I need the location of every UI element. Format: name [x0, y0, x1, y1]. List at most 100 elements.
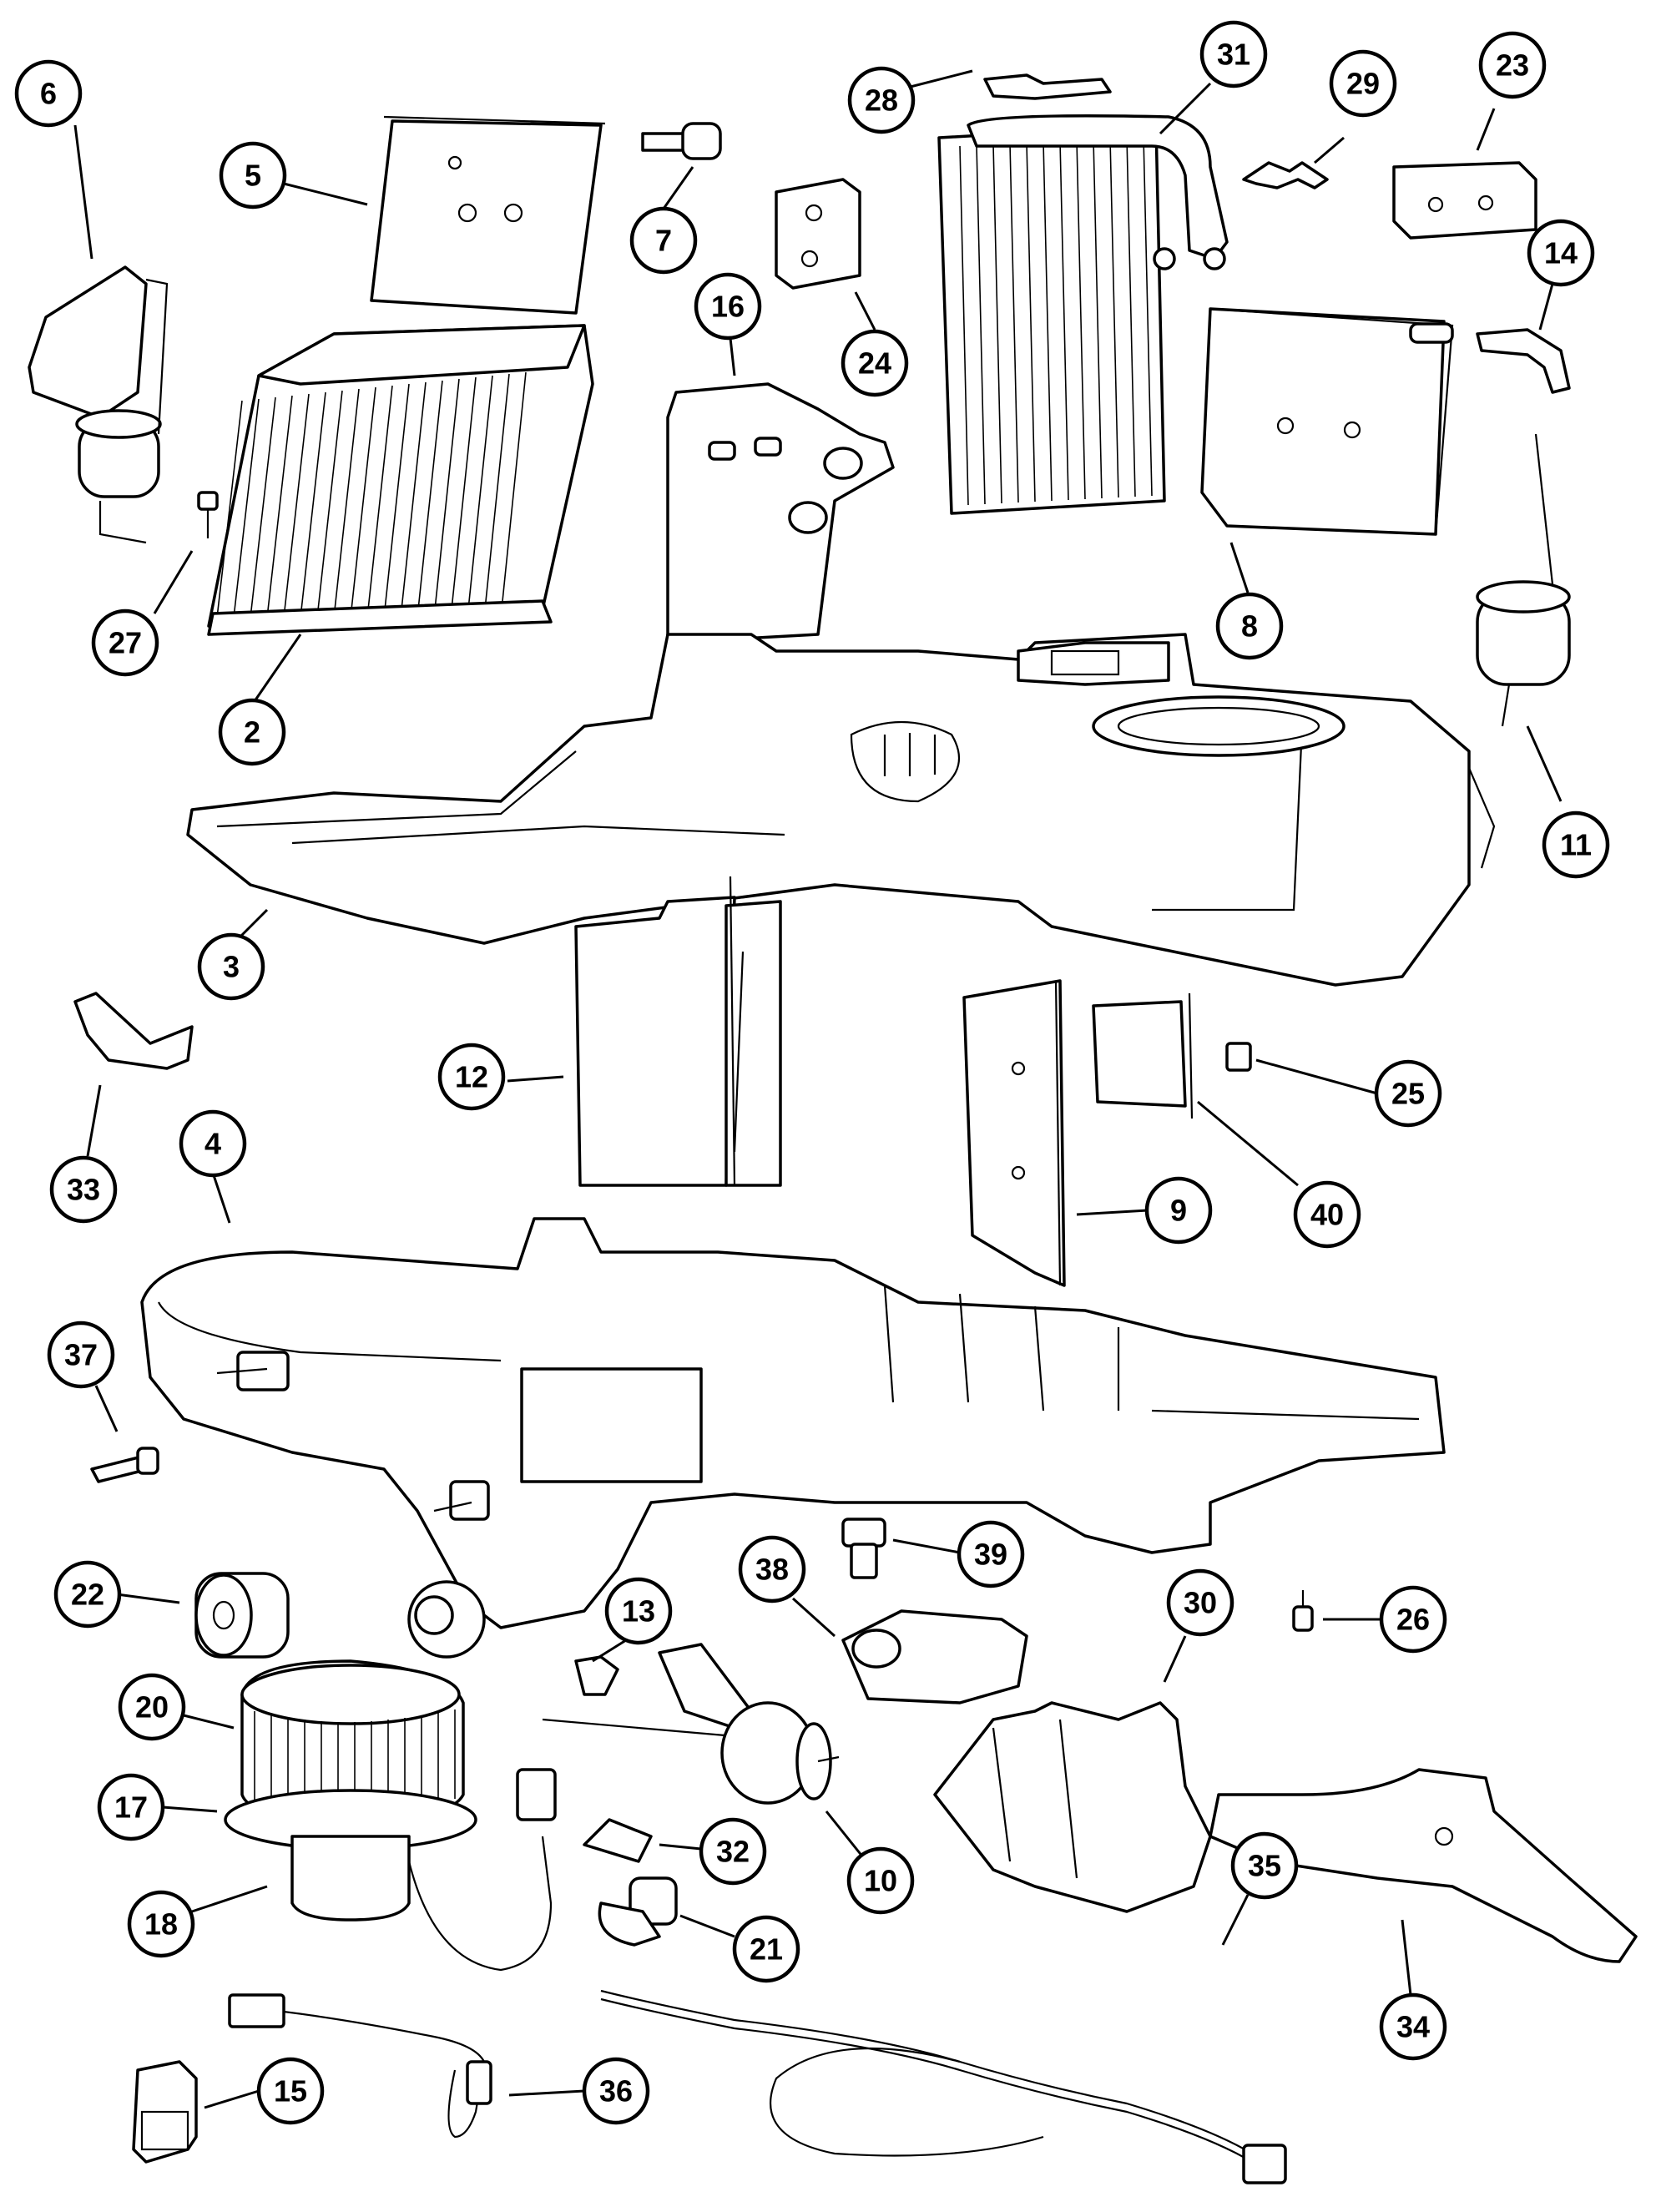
svg-text:27: 27 [109, 626, 142, 660]
svg-text:11: 11 [1560, 828, 1592, 862]
callout-25: 25 [1374, 1059, 1442, 1128]
svg-text:12: 12 [455, 1060, 488, 1094]
callout-27: 27 [91, 609, 159, 677]
callout-7: 7 [629, 206, 698, 275]
part-21-elbow [598, 1876, 678, 1947]
svg-text:9: 9 [1170, 1194, 1187, 1228]
svg-text:36: 36 [599, 2074, 633, 2108]
part-37-screw [90, 1447, 159, 1483]
svg-text:5: 5 [245, 159, 261, 193]
part-13-clip [574, 1655, 619, 1696]
part-39-sensor [841, 1518, 886, 1579]
svg-text:21: 21 [750, 1932, 783, 1967]
part-12-door [574, 876, 782, 1187]
callout-22: 22 [53, 1560, 122, 1629]
svg-text:16: 16 [711, 290, 745, 324]
svg-text:8: 8 [1241, 609, 1258, 644]
callout-8: 8 [1215, 592, 1284, 660]
part-16-heater-housing [666, 382, 895, 644]
part-18-blower-motor [224, 1768, 557, 1972]
callout-9: 9 [1144, 1176, 1213, 1245]
svg-text:3: 3 [223, 950, 240, 984]
svg-text:17: 17 [114, 1790, 148, 1825]
svg-text:33: 33 [67, 1173, 100, 1207]
callout-34: 34 [1379, 1992, 1447, 2061]
svg-text:22: 22 [71, 1578, 104, 1612]
part-15-relay [132, 2060, 198, 2164]
part-4-lower-case [140, 1217, 1446, 1659]
part-10-vacuum-actuator [542, 1643, 840, 1805]
svg-text:29: 29 [1346, 67, 1380, 101]
part-22-seal-ring [194, 1572, 290, 1659]
part-25-clip [1225, 1042, 1252, 1072]
callout-21: 21 [732, 1915, 800, 1983]
part-27-screw [197, 491, 219, 538]
svg-text:24: 24 [858, 346, 891, 381]
part-4-drain-fan-wheel [407, 1580, 486, 1659]
svg-text:34: 34 [1396, 2010, 1430, 2044]
callout-6: 6 [14, 59, 83, 128]
part-9-door [962, 979, 1066, 1287]
svg-text:26: 26 [1396, 1603, 1430, 1637]
part-32-bracket [583, 1818, 653, 1863]
svg-text:38: 38 [755, 1553, 789, 1587]
part-24-foam-block [775, 178, 861, 290]
part-3-upper-case [186, 633, 1496, 987]
callout-33: 33 [49, 1155, 118, 1224]
svg-text:23: 23 [1496, 48, 1529, 83]
part-7-screw [641, 122, 722, 160]
svg-text:15: 15 [274, 2074, 307, 2108]
svg-text:18: 18 [144, 1907, 178, 1942]
callout-40: 40 [1293, 1180, 1361, 1249]
part-14-link [1476, 328, 1571, 394]
callout-13: 13 [604, 1577, 673, 1645]
callout-14: 14 [1527, 219, 1595, 287]
svg-text:20: 20 [135, 1690, 169, 1725]
callout-3: 3 [197, 932, 265, 1001]
callout-31: 31 [1199, 20, 1268, 88]
callout-38: 38 [738, 1535, 806, 1603]
callout-20: 20 [118, 1673, 186, 1741]
callout-18: 18 [127, 1890, 195, 1958]
callout-2: 2 [218, 698, 286, 766]
svg-text:13: 13 [622, 1594, 655, 1629]
svg-text:4: 4 [204, 1127, 221, 1161]
part-23-foam-block [1392, 161, 1537, 240]
part-8-blend-door [1200, 307, 1454, 536]
callout-30: 30 [1166, 1568, 1234, 1637]
svg-text:30: 30 [1184, 1586, 1217, 1620]
svg-text:6: 6 [40, 77, 57, 111]
part-40-door-seal [1092, 992, 1194, 1119]
leader-lines [73, 69, 1563, 2109]
svg-text:39: 39 [974, 1538, 1007, 1572]
part-2-evaporator-core [207, 324, 594, 636]
svg-text:2: 2 [244, 715, 260, 750]
svg-text:10: 10 [864, 1864, 897, 1898]
callout-37: 37 [47, 1321, 115, 1389]
svg-text:28: 28 [865, 83, 898, 118]
callout-32: 32 [699, 1817, 767, 1886]
callout-5: 5 [219, 141, 287, 210]
svg-text:25: 25 [1391, 1077, 1425, 1111]
callout-17: 17 [97, 1773, 165, 1841]
callout-11: 11 [1542, 811, 1610, 879]
callout-10: 10 [846, 1846, 915, 1915]
callout-35: 35 [1230, 1831, 1299, 1900]
svg-text:31: 31 [1217, 38, 1250, 72]
part-36-pigtail [228, 1993, 492, 2139]
part-26-screw [1292, 1590, 1314, 1632]
svg-text:14: 14 [1544, 236, 1578, 270]
part-28-clip [983, 73, 1112, 100]
part-20-blower-wheel [240, 1659, 465, 1826]
part-35-wire-harness [600, 1989, 1287, 2184]
callout-16: 16 [694, 272, 762, 341]
part-6-actuator-bracket [28, 265, 169, 544]
callout-24: 24 [841, 329, 909, 397]
callout-26: 26 [1379, 1585, 1447, 1654]
part-29-clamp [1242, 161, 1329, 189]
svg-text:37: 37 [64, 1338, 98, 1372]
callout-4: 4 [179, 1109, 247, 1178]
part-30-defrost-duct [933, 1701, 1212, 1913]
svg-text:7: 7 [655, 224, 672, 258]
